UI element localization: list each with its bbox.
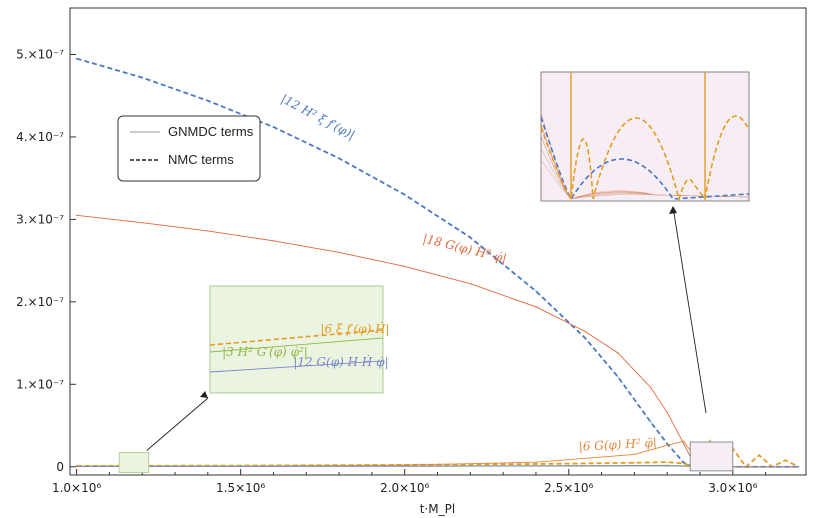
zoom-box-right [689,441,734,472]
data-point [709,440,711,442]
data-point [75,465,78,468]
data-point [633,453,636,456]
inset-right-panel [540,71,750,202]
x-axis-label: t·M_Pl [420,502,455,516]
data-point [649,421,652,424]
data-point [239,465,242,468]
inset-left-label: |12 G(φ) H Ḣ φ̇| [293,354,388,369]
data-point [666,444,668,447]
data-point [666,464,668,467]
legend-label: GNMDC terms [168,124,254,139]
inset-left-line [209,360,384,373]
data-point [75,57,78,60]
zoom-annotations: |6 ξ f′(φ) Ḣ| |3 H² G′(φ) φ̇²||12 G(φ) H … [118,71,750,473]
series-line [76,214,799,468]
inset-left-line [209,329,384,346]
series-label: |18 G(φ) H³ φ̇| [421,231,508,265]
data-point [207,230,209,232]
series-label: |6 G(φ) H² φ̈| [578,436,657,454]
inset-left-panel [209,285,384,394]
y-tick-label: 4.×10⁻⁷ [16,130,64,144]
arrowhead [669,206,677,214]
series-line [76,57,799,468]
data-point [75,214,78,217]
y-tick-label: 5.×10⁻⁷ [16,47,64,61]
data-point [141,76,143,79]
inset-left-label: |3 H² G′(φ) φ̇²| [222,345,308,359]
data-point [272,240,275,242]
x-tick-label: 2.5×10⁶ [544,481,593,495]
x-tick-label: 2.0×10⁶ [380,481,429,495]
data-point [784,459,787,461]
zoom-box-left [118,452,150,473]
inset-right-blue [540,116,750,201]
y-tick-label: 3.×10⁻⁷ [16,212,64,226]
plot-axes: 1.0×10⁶ 1.5×10⁶ 2.0×10⁶ 2.5×10⁶ 3.0×10⁶ 0 1.×1… [16,7,807,516]
data-point [682,462,685,465]
data-point [535,305,537,308]
data-point [682,442,685,445]
data-point [797,465,800,468]
data-point [403,265,406,268]
data-point [617,352,619,354]
data-point [758,454,760,457]
inset-left-line [209,337,384,353]
legend-label: NMC terms [168,152,234,167]
data-point [338,251,340,254]
data-point [272,126,275,128]
inset-left-label: |6 ξ f′(φ) Ḣ| [320,321,389,336]
data-point [649,386,652,389]
data-point [403,193,406,196]
data-point [584,330,586,333]
data-point [338,157,340,160]
zoom-arrow-right [672,206,707,414]
y-tick-label: 2.×10⁻⁷ [16,295,64,309]
y-tick-label: 1.×10⁻⁷ [16,377,64,391]
data-point [403,465,406,468]
data-point [469,282,472,285]
data-point [535,290,537,292]
data-point [535,463,537,465]
data-point [469,236,472,239]
data-point [617,376,619,378]
data-point [141,221,143,224]
zoom-arrow-left [146,397,209,451]
y-tick-label: 0 [56,460,64,474]
data-point [666,442,668,445]
data-point [682,440,685,442]
data-point [666,411,668,414]
inset-right-faint-line [540,159,750,200]
data-point [666,461,668,463]
x-tick-label: 1.5×10⁶ [216,481,265,495]
x-tick-label: 1.0×10⁶ [52,481,101,495]
data-point [567,465,570,467]
data-point [535,461,537,464]
data-point [207,99,209,102]
arrowhead [200,391,208,398]
data-point [584,337,586,339]
data-point [633,461,636,464]
x-tick-label: 3.0×10⁶ [708,481,757,495]
